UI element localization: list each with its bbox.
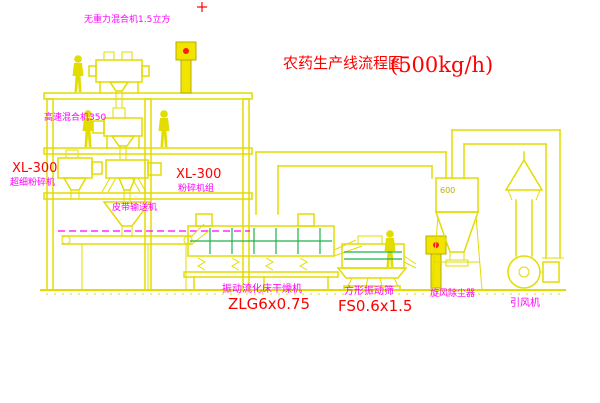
exhaust-stack [504, 151, 544, 257]
column-left [46, 98, 54, 291]
model-mill-left: XL-300 [12, 161, 57, 176]
model-sieve: FS0.6x1.5 [338, 297, 412, 315]
indicator-light [183, 48, 189, 54]
induced-draft-fan [507, 255, 560, 289]
label-cyclone: 旋风除尘器 [430, 287, 475, 299]
column-right [242, 98, 250, 291]
spring [298, 257, 309, 271]
building-structure [43, 92, 253, 291]
diagram-title-capacity: (500kg/h) [390, 53, 493, 77]
cyclone-separator: 600 [431, 129, 483, 291]
person-floor2-right [158, 110, 170, 147]
model-mill-center: XL-300 [176, 167, 221, 182]
person-ground [384, 230, 396, 267]
zero-gravity-mixer [88, 51, 150, 108]
cyclone-outlet-duct [451, 129, 564, 259]
floor-slab-3 [43, 192, 253, 200]
spring [196, 257, 207, 271]
label-mill-center: 粉碎机组 [178, 182, 214, 194]
cyclone-tag: 600 [440, 186, 455, 195]
ground-line [40, 289, 566, 295]
floor-slab-2 [43, 147, 253, 155]
label-belt-conveyor: 皮带输送机 [112, 201, 157, 213]
feed-hopper [102, 201, 152, 236]
left-mill [57, 149, 103, 199]
high-speed-mixer [92, 107, 143, 160]
label-sieve: 方形振动筛 [344, 284, 394, 297]
person-roof [72, 55, 84, 92]
label-high-speed-mixer: 高速混合机350 [44, 111, 106, 123]
square-vibrating-sieve [336, 235, 417, 291]
diagram-title: 农药生产线流程图 [283, 54, 403, 72]
belt-conveyor [61, 223, 211, 290]
roof-slab [43, 92, 253, 100]
label-fan: 引风机 [510, 296, 540, 309]
red-cross-mark [197, 2, 207, 12]
spring [264, 257, 275, 271]
main-duct [255, 151, 447, 215]
crusher-unit [101, 159, 162, 202]
model-dryer: ZLG6x0.75 [228, 295, 310, 313]
label-dryer: 振动流化床干燥机 [222, 282, 302, 295]
label-mill-left: 超细粉碎机 [10, 176, 55, 188]
control-cabinet-top [175, 41, 197, 94]
fluid-bed-dryer [183, 213, 363, 291]
spring [230, 257, 241, 271]
label-zero-gravity-mixer: 无重力混合机1.5立方 [84, 13, 170, 25]
